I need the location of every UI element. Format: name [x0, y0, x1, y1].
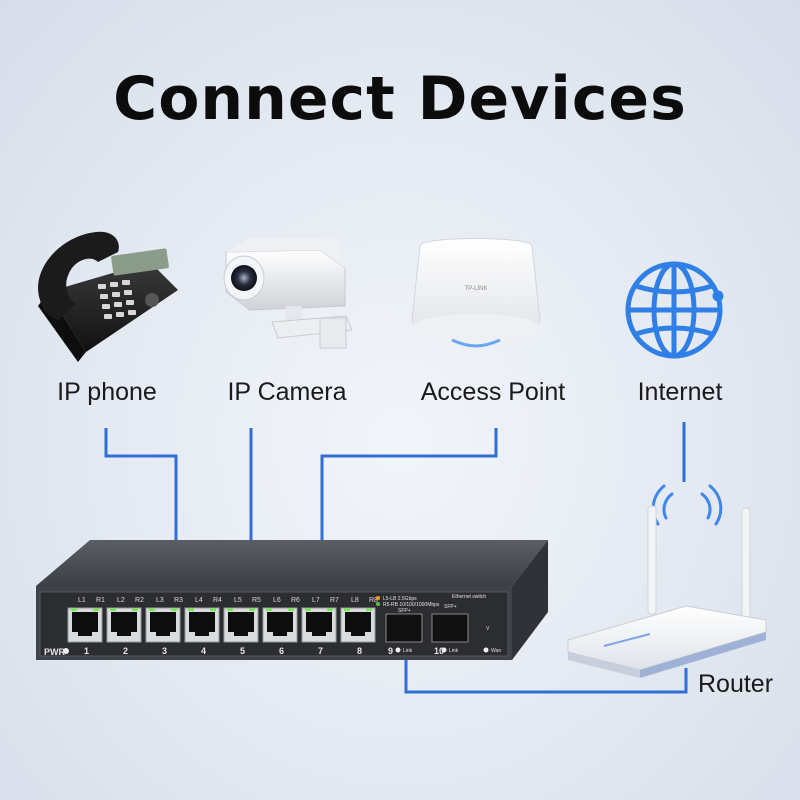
- sfp-number-10: 10: [434, 646, 444, 656]
- router-icon: [567, 505, 767, 678]
- port-led: [327, 608, 333, 611]
- page-title: Connect Devices: [113, 64, 687, 134]
- port-led: [366, 608, 372, 611]
- pwr-label: PWR: [44, 647, 65, 657]
- port-led-label: R6: [291, 597, 300, 604]
- brand-label: Ethernet switch: [452, 594, 486, 600]
- phone-line: [104, 428, 178, 606]
- ethernet-switch: L1 R1 1 L2 R2 2 L3 R3 3 L4 R4 4 L5 R5 5 L6 R6 6 L7 R7 7 L8 R8 8…: [36, 540, 548, 660]
- link-label-9: Link: [403, 648, 413, 654]
- port-led-label: R8: [369, 597, 378, 604]
- port-led-label: R3: [174, 597, 183, 604]
- phone-icon: [38, 231, 178, 362]
- label-router: Router: [698, 670, 774, 698]
- port-number: 5: [240, 646, 245, 656]
- router-line: [404, 640, 688, 694]
- port-led: [210, 608, 216, 611]
- sfp-port-10[interactable]: [431, 613, 469, 643]
- port-number: 1: [84, 646, 89, 656]
- sfp-port-9[interactable]: [385, 613, 423, 643]
- legend-1: L5-LB 2.5Gbps: [383, 596, 417, 602]
- label-access-point: Access Point: [420, 378, 566, 406]
- vlan-label: V: [486, 626, 490, 632]
- port-number: 2: [123, 646, 128, 656]
- port-led: [227, 608, 233, 611]
- port-led-label: L6: [273, 597, 281, 604]
- port-led-label: R7: [330, 597, 339, 604]
- sfp-number-9: 9: [388, 646, 393, 656]
- port-led: [266, 608, 272, 611]
- port-led-label: L5: [234, 597, 242, 604]
- port-number: 3: [162, 646, 167, 656]
- port-led: [93, 608, 99, 611]
- access-point-line: [320, 428, 498, 606]
- port-led-label: R5: [252, 597, 261, 604]
- link-label-10: Link: [449, 648, 459, 654]
- port-led-label: L7: [312, 597, 320, 604]
- camera-icon: [223, 238, 353, 349]
- sfp-label-9: SFP+: [398, 608, 411, 614]
- port-number: 6: [279, 646, 284, 656]
- port-number: 7: [318, 646, 323, 656]
- port-led-label: L1: [78, 597, 86, 604]
- port-led: [249, 608, 255, 611]
- port-number: 8: [357, 646, 362, 656]
- port-led-label: L2: [117, 597, 125, 604]
- label-ip-camera: IP Camera: [227, 378, 347, 406]
- port-led-label: R4: [213, 597, 222, 604]
- port-led: [288, 608, 294, 611]
- port-led: [305, 608, 311, 611]
- port-led-label: L8: [351, 597, 359, 604]
- legend-2: R5-RB 10/100/1000Mbps: [383, 602, 440, 608]
- rj45-port-2[interactable]: [106, 607, 142, 643]
- sfp-label-10: SFP+: [444, 604, 457, 610]
- port-number: 4: [201, 646, 206, 656]
- port-led: [344, 608, 350, 611]
- port-led-label: L4: [195, 597, 203, 604]
- port-led: [132, 608, 138, 611]
- port-led: [71, 608, 77, 611]
- label-internet: Internet: [637, 378, 723, 406]
- port-led: [110, 608, 116, 611]
- port-led-label: R2: [135, 597, 144, 604]
- port-led: [149, 608, 155, 611]
- svg-text:TP-LINK: TP-LINK: [464, 286, 487, 292]
- rj45-port-1[interactable]: [67, 607, 103, 643]
- label-ip-phone: IP phone: [57, 378, 157, 406]
- rj45-port-8[interactable]: [340, 607, 376, 643]
- rj45-port-4[interactable]: [184, 607, 220, 643]
- wan-label: Wan: [491, 648, 501, 654]
- rj45-port-3[interactable]: [145, 607, 181, 643]
- globe-icon: [625, 261, 724, 359]
- port-led: [188, 608, 194, 611]
- port-led-label: L3: [156, 597, 164, 604]
- wifi-icon: [651, 484, 723, 526]
- port-led: [171, 608, 177, 611]
- rj45-port-7[interactable]: [301, 607, 337, 643]
- rj45-port-5[interactable]: [223, 607, 259, 643]
- access-point-icon: TP-LINK: [410, 238, 542, 348]
- port-led-label: R1: [96, 597, 105, 604]
- rj45-port-6[interactable]: [262, 607, 298, 643]
